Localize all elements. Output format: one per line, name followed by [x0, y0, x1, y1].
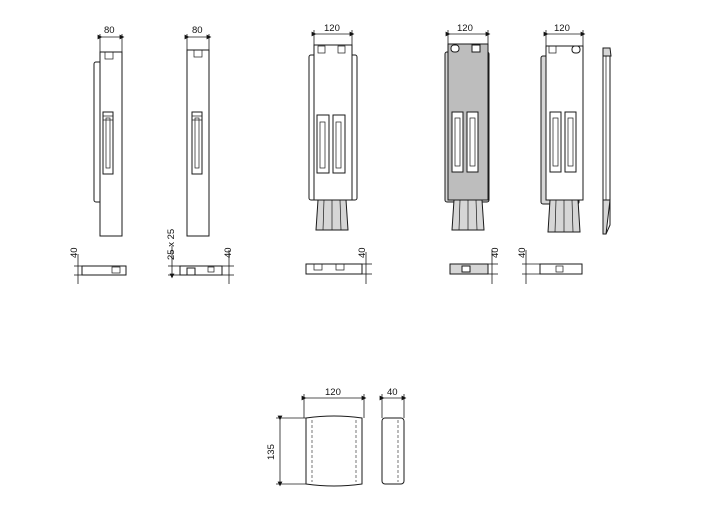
unit-c-thickness-label: 40 [357, 247, 368, 258]
unit-d-width-label: 120 [457, 23, 473, 34]
unit-e-plan-view: 40 [517, 247, 583, 284]
unit-b-width-label: 80 [192, 25, 203, 36]
unit-e-width-label: 120 [554, 23, 570, 34]
unit-b-thickness-label: 40 [223, 247, 234, 258]
unit-d-front-view: 120 [444, 23, 491, 231]
unit-e-thickness-label: 40 [517, 247, 528, 258]
unit-a-plan-view: 40 [69, 247, 127, 284]
unit-b-plan-view: 25 x 25 40 [166, 229, 234, 284]
block-side-view: 40 [379, 387, 407, 485]
block-depth-label: 40 [387, 387, 398, 398]
unit-c-front-view: 120 [308, 23, 358, 231]
unit-b-post-label: 25 x 25 [166, 229, 177, 260]
block-width-label: 120 [325, 387, 341, 398]
unit-a-front-view: 80 [93, 25, 125, 237]
unit-b-front-view: 80 [184, 25, 212, 237]
block-front-view: 120 135 [266, 387, 367, 487]
unit-d-thickness-label: 40 [490, 247, 501, 258]
unit-d-plan-view: 40 [449, 247, 501, 284]
unit-a-thickness-label: 40 [69, 247, 80, 258]
unit-c-width-label: 120 [324, 23, 340, 34]
unit-c-plan-view: 40 [305, 247, 372, 284]
side-profile-view [602, 47, 612, 235]
block-height-label: 135 [266, 444, 277, 460]
unit-a-width-label: 80 [104, 25, 115, 36]
unit-e-front-view: 120 [540, 23, 586, 233]
